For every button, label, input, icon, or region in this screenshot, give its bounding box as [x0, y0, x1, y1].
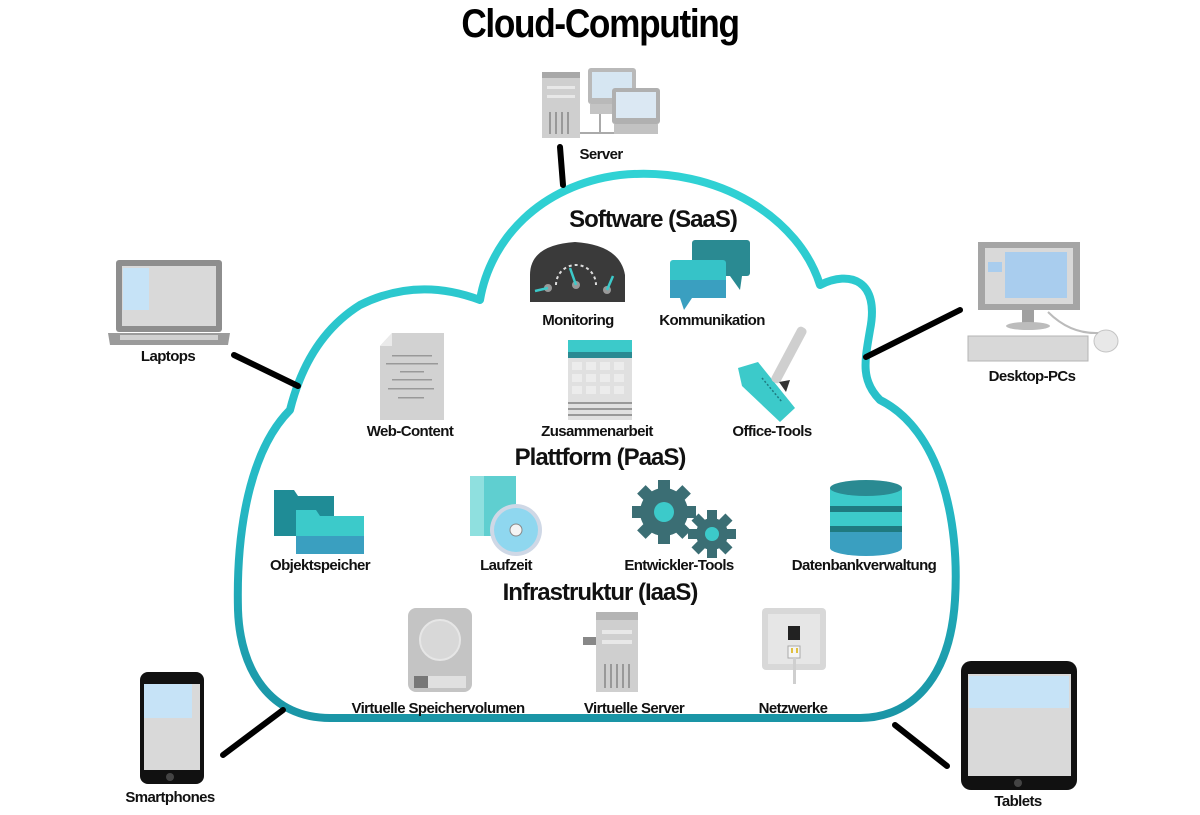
- service-label-monitoring: Monitoring: [542, 312, 614, 329]
- section-title-iaas: Infrastruktur (IaaS): [502, 579, 699, 606]
- service-label-objektspeicher: Objektspeicher: [270, 557, 371, 574]
- section-title-saas: Software (SaaS): [569, 206, 738, 233]
- service-label-datenbankverwaltung: Datenbankverwaltung: [791, 557, 937, 574]
- tablet-icon: [961, 661, 1077, 790]
- device-label-laptops: Laptops: [140, 348, 196, 365]
- document-icon: [380, 333, 444, 420]
- service-label-kommunikation: Kommunikation: [659, 312, 765, 329]
- device-label-tablets: Tablets: [994, 793, 1042, 810]
- smartphone-icon: [140, 672, 204, 784]
- connector-server: [557, 144, 566, 188]
- section-title-paas: Plattform (PaaS): [514, 444, 687, 471]
- laptop-icon: [108, 260, 230, 345]
- device-label-desktop: Desktop-PCs: [988, 368, 1076, 385]
- software-disc-icon: [470, 476, 542, 556]
- dashboard-gauge-icon: [530, 242, 625, 302]
- server-workstations-icon: [542, 68, 660, 138]
- hard-drive-icon: [408, 608, 472, 692]
- connector-desktop: [863, 307, 963, 360]
- service-label-entwickler-tools: Entwickler-Tools: [624, 557, 734, 574]
- service-label-zusammenarbeit: Zusammenarbeit: [541, 423, 653, 440]
- diagram-title: Cloud-Computing: [461, 2, 740, 46]
- connector-laptops: [231, 352, 301, 389]
- folders-icon: [274, 490, 364, 554]
- connector-smartphones: [220, 707, 286, 758]
- calendar-icon: [568, 340, 632, 420]
- service-label-web-content: Web-Content: [366, 423, 454, 440]
- cloud-outline: [233, 169, 960, 722]
- gears-icon: [632, 480, 736, 558]
- service-label-virtuelle-server: Virtuelle Server: [583, 700, 685, 717]
- service-label-laufzeit: Laufzeit: [480, 557, 532, 574]
- service-label-virtuelle-speichervolumen: Virtuelle Speichervolumen: [351, 700, 525, 717]
- pen-paper-icon: [738, 326, 807, 422]
- chat-bubbles-icon: [670, 240, 750, 310]
- service-label-netzwerke: Netzwerke: [758, 700, 828, 717]
- network-socket-icon: [762, 608, 826, 684]
- device-label-server: Server: [579, 146, 623, 163]
- connector-tablets: [892, 722, 950, 769]
- database-icon: [830, 480, 902, 556]
- service-label-office-tools: Office-Tools: [732, 423, 812, 440]
- desktop-pc-icon: [967, 242, 1119, 362]
- server-tower-icon: [583, 612, 638, 692]
- device-label-smartphones: Smartphones: [125, 789, 215, 806]
